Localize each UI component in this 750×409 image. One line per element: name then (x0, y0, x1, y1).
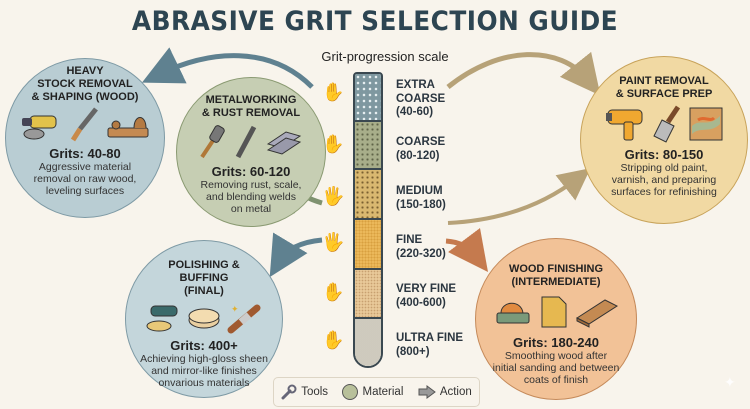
arrow-to-paint-from-medium (447, 168, 591, 225)
hand-icon-very-fine: ✋ (322, 282, 345, 303)
hand-icon-extra-coarse: ✋ (322, 82, 345, 103)
heavy-stock-title-3: & SHAPING (WOOD) (31, 91, 139, 103)
paint-removal-title-2: & SURFACE PREP (615, 88, 713, 100)
metalworking-desc-3: on metal (230, 203, 272, 215)
heavy-stock-title-2: STOCK REMOVAL (37, 78, 133, 90)
wrench-icon (281, 384, 297, 400)
heavy-stock-desc-2: removal on raw wood, (33, 173, 137, 185)
heavy-stock-removal-circle: HEAVY STOCK REMOVAL & SHAPING (WOOD) Gri… (5, 58, 165, 218)
heavy-stock-desc-1: Aggressive material (38, 161, 132, 173)
label-fine: FINE (220-320) (396, 234, 446, 260)
metalworking-desc-1: Removing rust, scale, (200, 179, 302, 191)
label-extra-coarse: EXTRA COARSE (40-60) (396, 79, 446, 118)
material-circle-icon (342, 384, 359, 400)
metalworking-title-2: & RUST REMOVAL (201, 107, 301, 119)
wire-brush-icon (200, 125, 225, 159)
wood-finishing-title-2: (INTERMEDIATE) (511, 276, 601, 288)
metal-file-icon (235, 125, 257, 159)
hand-icon-medium: 🖐 (322, 186, 345, 207)
label-ultra-fine: ULTRA FINE (800+) (396, 332, 464, 358)
angle-grinder-icon (22, 115, 57, 140)
grit-scale-column (353, 72, 383, 368)
label-medium: MEDIUM (150-180) (396, 185, 446, 211)
sandpaper-sheet-icon (541, 296, 567, 328)
wood-finishing-title-1: WOOD FINISHING (508, 263, 604, 275)
paint-removal-grits: Grits: 80-150 (624, 147, 704, 162)
legend-material: Material (342, 384, 403, 400)
wood-finishing-desc-3: coats of finish (523, 374, 589, 386)
hand-icon-coarse: ✋ (322, 134, 345, 155)
legend-action: Action (418, 385, 472, 399)
metal-bars-icon (266, 131, 302, 155)
wood-finishing-desc-2: initial sanding and between (492, 362, 620, 374)
metalworking-title-1: METALWORKING (205, 94, 297, 106)
putty-knife-icon (653, 105, 681, 143)
polishing-desc-2: and mirror-like finishes (151, 365, 257, 377)
metalworking-grits: Grits: 60-120 (211, 164, 291, 179)
heavy-stock-desc-3: leveling surfaces (45, 185, 125, 197)
heavy-stock-grits: Grits: 40-80 (49, 146, 121, 161)
wood-finishing-desc-1: Smoothing wood after (504, 350, 608, 362)
rasp-file-icon (70, 107, 98, 142)
hand-plane-icon (107, 117, 149, 138)
polishing-grits: Grits: 400+ (170, 338, 238, 353)
segment-medium (355, 170, 381, 220)
buffing-pad-icon (188, 308, 220, 329)
legend: Tools Material Action (273, 377, 480, 407)
arrow-to-polishing (269, 232, 323, 278)
segment-coarse (355, 122, 381, 170)
wood-board-icon (575, 299, 619, 328)
painted-surface-icon (689, 107, 723, 141)
polishing-desc-3: onvarious materials (158, 377, 250, 389)
orbital-polisher-icon (146, 305, 178, 332)
wood-finishing-circle: WOOD FINISHING (INTERMEDIATE) Grits: 180… (475, 238, 637, 400)
sparkle-icon: ✦ (724, 375, 736, 391)
arrow-to-wood-finishing (445, 227, 489, 272)
scale-title: Grit-progression scale (321, 49, 449, 64)
wood-finishing-grits: Grits: 180-240 (513, 335, 599, 350)
segment-fine (355, 220, 381, 270)
polishing-circle: POLISHING & BUFFING (FINAL) ✦ Grits: 400… (125, 240, 283, 398)
heavy-stock-title-1: HEAVY (66, 65, 104, 77)
polishing-title-2: BUFFING (179, 272, 229, 284)
metalworking-desc-2: and blending welds (206, 191, 296, 203)
paint-removal-circle: PAINT REMOVAL & SURFACE PREP Grits: 80-1… (580, 56, 748, 224)
segment-ultra-fine (355, 319, 381, 366)
label-coarse: COARSE (80-120) (396, 136, 446, 162)
paint-removal-desc-1: Stripping old paint, (620, 162, 708, 174)
polishing-desc-1: Achieving high-gloss sheen (140, 353, 268, 365)
polishing-title-3: (FINAL) (184, 285, 224, 297)
segment-very-fine (355, 270, 381, 319)
arrow-right-icon (418, 385, 436, 399)
paint-removal-desc-3: surfaces for refinishing (611, 186, 717, 198)
palm-sander-icon (496, 302, 530, 324)
polishing-title-1: POLISHING & (168, 259, 240, 271)
heat-gun-icon (606, 109, 643, 141)
label-very-fine: VERY FINE (400-600) (396, 283, 457, 309)
paint-removal-desc-2: varnish, and preparing (611, 174, 717, 186)
polished-rod-icon: ✦ (227, 304, 261, 334)
hand-icon-ultra-fine: ✋ (322, 330, 345, 351)
paint-removal-title-1: PAINT REMOVAL (619, 75, 709, 87)
legend-tools: Tools (281, 384, 328, 400)
page-title: ABRASIVE GRIT SELECTION GUIDE (131, 6, 619, 37)
segment-extra-coarse (355, 74, 381, 122)
hand-icon-fine: 🖐 (322, 232, 345, 253)
svg-text:✦: ✦ (231, 305, 239, 315)
metalworking-circle: METALWORKING & RUST REMOVAL Grits: 60-12… (176, 77, 326, 227)
